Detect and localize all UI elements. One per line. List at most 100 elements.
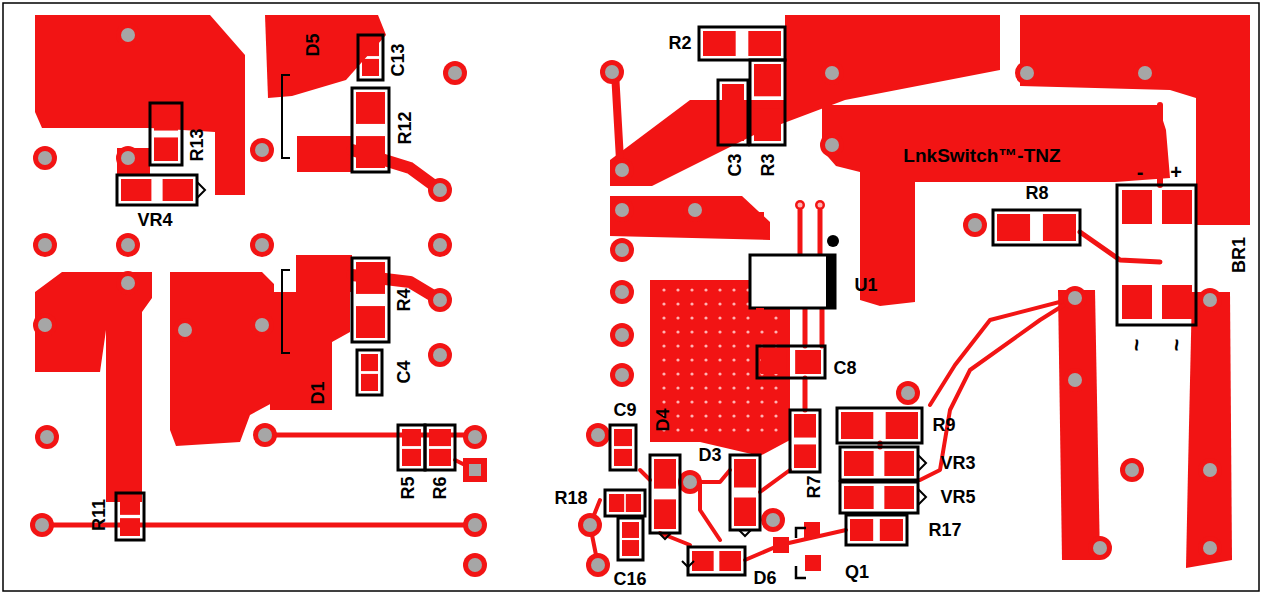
drill-hole — [615, 285, 629, 299]
part-label: ~ — [1165, 339, 1187, 352]
via — [732, 358, 735, 361]
part-label: D6 — [753, 569, 776, 587]
smd-pad — [362, 59, 379, 76]
part-outline — [796, 528, 806, 578]
part-label: LnkSwitch™-TNZ — [903, 146, 1060, 165]
pad-ring — [30, 513, 54, 537]
drill-hole — [433, 183, 447, 197]
via — [774, 414, 777, 417]
via — [676, 316, 679, 319]
drill-hole — [591, 558, 605, 572]
pin1-dot — [827, 235, 839, 247]
smd-pad — [754, 109, 781, 141]
part-label: R3 — [759, 153, 777, 176]
drill-hole — [615, 368, 629, 382]
drill-hole — [683, 475, 697, 489]
smd-pad — [356, 92, 385, 124]
smd-pad — [850, 519, 873, 541]
via — [732, 428, 735, 431]
via — [732, 302, 735, 305]
via — [676, 302, 679, 305]
via — [676, 372, 679, 375]
via — [774, 428, 777, 431]
via — [704, 414, 707, 417]
part-outline — [650, 455, 680, 533]
via — [718, 428, 721, 431]
part-label: C9 — [613, 401, 636, 419]
pad-ring — [33, 233, 57, 257]
via — [676, 288, 679, 291]
smd-pad — [692, 551, 714, 571]
drill-hole — [178, 323, 192, 337]
part-label: Q1 — [845, 563, 869, 581]
via — [690, 302, 693, 305]
drill-hole — [1138, 66, 1152, 80]
smd-pad — [356, 136, 385, 168]
drill-hole — [40, 430, 54, 444]
drill-hole — [1125, 463, 1139, 477]
via — [690, 316, 693, 319]
traces — [42, 72, 1160, 565]
pad-ring — [1063, 368, 1087, 392]
copper-trace — [660, 533, 690, 545]
smd-pad — [1122, 190, 1152, 224]
smd-pad — [614, 429, 632, 446]
cathode-mark — [739, 530, 751, 536]
part-label: R17 — [928, 521, 961, 539]
drill-hole — [258, 428, 272, 442]
part-outline — [730, 455, 760, 530]
via — [746, 428, 749, 431]
smd-pad — [361, 354, 378, 371]
copper-pour — [296, 255, 352, 292]
smd-pad — [609, 494, 624, 512]
pad-ring — [610, 238, 634, 262]
pad-ring — [683, 198, 707, 222]
pad-ring — [963, 213, 987, 237]
part-label: D5 — [304, 33, 322, 56]
copper-trace — [803, 378, 808, 410]
copper-pour — [35, 272, 152, 502]
via — [718, 316, 721, 319]
via — [718, 358, 721, 361]
copper-pour — [35, 15, 245, 195]
copper-trace — [930, 298, 1075, 405]
via — [690, 386, 693, 389]
via — [746, 386, 749, 389]
via — [760, 428, 763, 431]
part-outline — [352, 258, 389, 342]
smd-pad — [886, 412, 918, 439]
via — [815, 200, 825, 210]
drill-hole — [615, 163, 629, 177]
part-outline — [358, 35, 383, 80]
part-outline — [846, 515, 907, 545]
drill-hole — [766, 513, 780, 527]
via — [704, 316, 707, 319]
pad-ring — [678, 470, 702, 494]
part-label: R13 — [188, 128, 206, 161]
pad-ring — [463, 553, 487, 577]
copper-trace — [615, 72, 620, 160]
smd-pad — [844, 451, 874, 476]
through-hole-pads — [30, 23, 1222, 577]
pad-ring — [1063, 286, 1087, 310]
smd-pad — [362, 39, 379, 56]
part-outline — [618, 518, 643, 560]
part-outline — [117, 175, 197, 205]
part-label: C4 — [395, 360, 413, 383]
smd-pad — [1043, 214, 1076, 241]
drill-hole — [1068, 291, 1082, 305]
via — [732, 344, 735, 347]
cathode-mark — [659, 533, 671, 539]
part-outline — [699, 27, 785, 60]
via — [676, 414, 679, 417]
copper-pours — [35, 15, 1250, 568]
pad-ring — [116, 23, 140, 47]
drill-hole — [35, 518, 49, 532]
drill-hole — [469, 464, 481, 476]
via — [746, 358, 749, 361]
via — [718, 400, 721, 403]
drill-hole — [121, 28, 135, 42]
via — [676, 330, 679, 333]
via — [732, 386, 735, 389]
smd-pad — [754, 64, 781, 96]
